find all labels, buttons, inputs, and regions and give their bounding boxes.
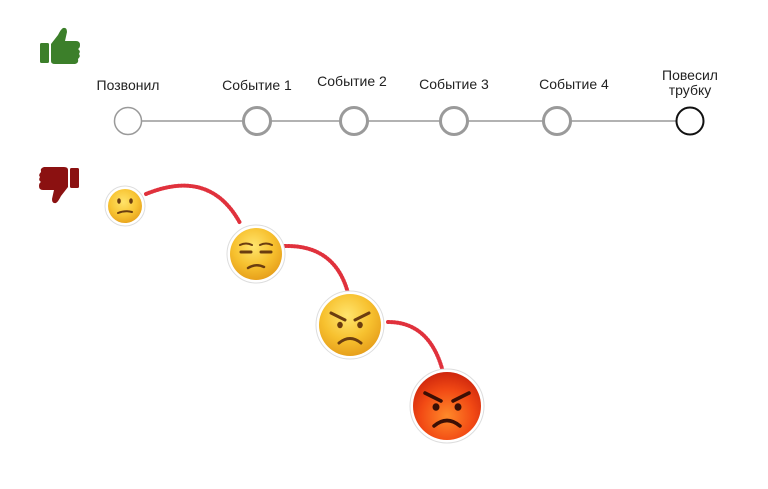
timeline-node-1 bbox=[242, 106, 272, 136]
timeline-label-3: Событие 3 bbox=[419, 76, 489, 92]
thumbs-down-icon bbox=[39, 167, 79, 204]
unamused-face-icon bbox=[226, 224, 286, 284]
timeline-node-2 bbox=[339, 106, 369, 136]
timeline-node-3 bbox=[439, 106, 469, 136]
pouting-face-icon bbox=[409, 368, 485, 444]
timeline-label-2: Событие 2 bbox=[317, 73, 387, 89]
timeline-label-4: Событие 4 bbox=[539, 76, 609, 92]
timeline-node-end bbox=[675, 106, 705, 136]
mood-connector-1 bbox=[144, 183, 242, 225]
angry-face-icon bbox=[315, 290, 385, 360]
timeline-label-start: Позвонил bbox=[96, 77, 160, 93]
timeline-node-start bbox=[113, 106, 143, 136]
mood-connector-3 bbox=[386, 320, 445, 374]
mood-connector-2 bbox=[283, 243, 350, 295]
confused-face-icon bbox=[104, 185, 146, 227]
timeline-label-1: Событие 1 bbox=[222, 77, 292, 93]
timeline-label-end: Повесил трубку bbox=[662, 67, 718, 98]
timeline-node-4 bbox=[542, 106, 572, 136]
thumbs-up-icon bbox=[40, 27, 80, 64]
